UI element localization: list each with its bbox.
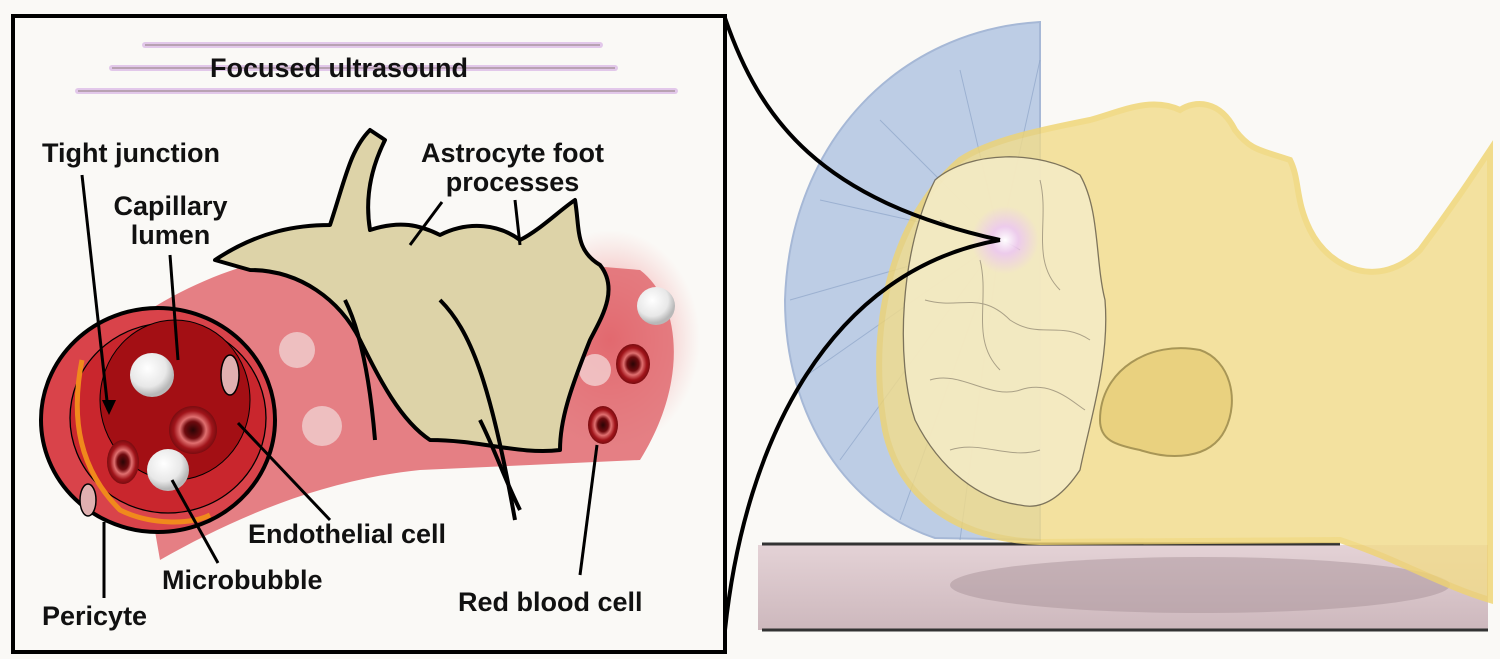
focal-spot: [971, 206, 1039, 274]
red-blood-cell: [107, 440, 139, 484]
astrocyte-foot-processes: [213, 128, 611, 521]
microbubble: [130, 353, 174, 397]
label-red-blood-cell: Red blood cell: [458, 587, 643, 617]
label-endothelial-cell: Endothelial cell: [248, 519, 447, 549]
ultrasound-waves: [75, 42, 678, 94]
label-microbubble: Microbubble: [162, 565, 323, 595]
diagram-title: Focused ultrasound: [210, 53, 469, 83]
red-blood-cell: [169, 406, 217, 454]
label-astrocyte-line1: Astrocyte foot: [420, 138, 604, 168]
treatment-table: [758, 545, 1488, 630]
label-astrocyte-line2: processes: [445, 167, 580, 197]
microbubble: [637, 287, 675, 325]
red-blood-cell: [588, 406, 618, 444]
brain: [902, 156, 1107, 507]
ear: [1098, 347, 1233, 457]
patient-illustration: [758, 20, 1493, 632]
label-capillary-lumen-line1: Capillary: [113, 191, 228, 221]
callout-line-bottom: [723, 238, 1001, 631]
label-tight-junction: Tight junction: [42, 138, 220, 168]
pericyte-layer: [74, 359, 212, 525]
leader-lines: [80, 174, 599, 598]
callout-line-top: [723, 17, 1001, 242]
vessel-cross-section: [39, 306, 277, 534]
label-capillary-lumen-line2: lumen: [130, 220, 211, 250]
red-blood-cell: [616, 344, 650, 384]
label-pericyte: Pericyte: [42, 601, 148, 631]
microbubble: [147, 449, 189, 491]
